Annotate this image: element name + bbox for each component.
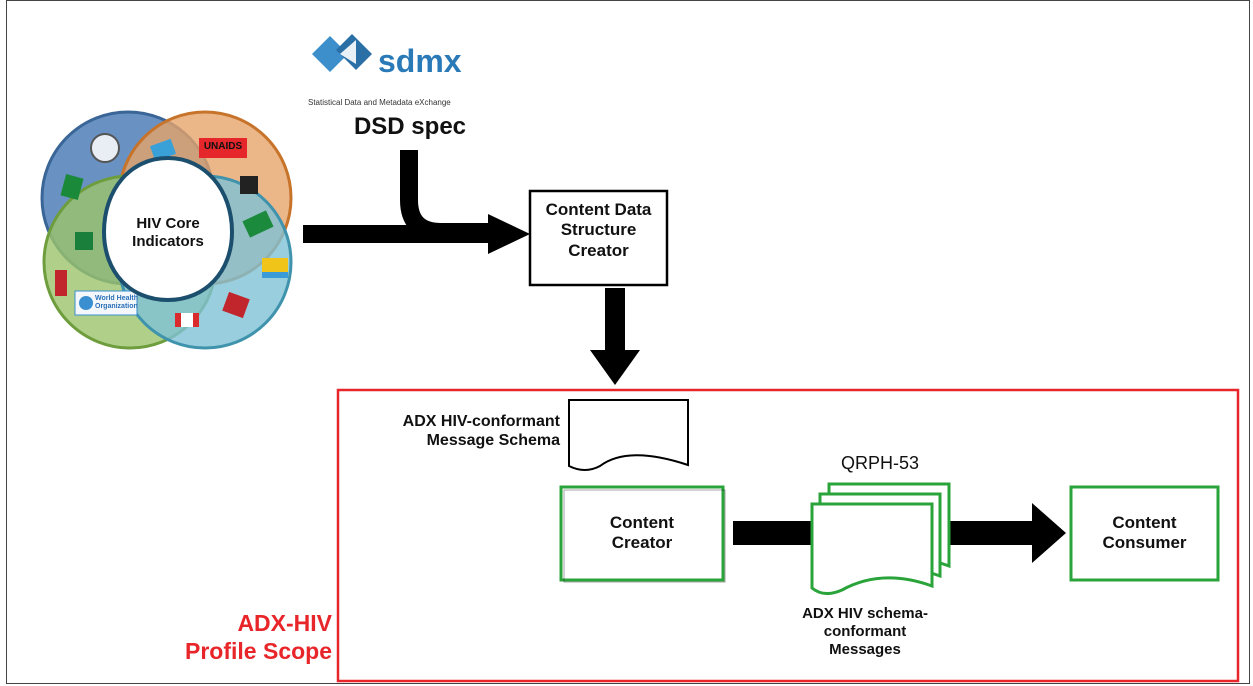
unaids-badge	[199, 138, 247, 158]
flag-icon	[149, 138, 177, 162]
flag-icon	[60, 174, 84, 200]
slide-frame	[6, 0, 1250, 684]
arrow-dsd-to-creator	[400, 150, 490, 241]
content-creator-label: Content Creator	[609, 513, 675, 553]
arrow-messages-to-consumer-head	[1032, 503, 1066, 563]
flag-icon	[262, 258, 288, 272]
arrows	[303, 150, 1066, 563]
dsd-spec-label: DSD spec	[353, 113, 467, 140]
who-icon	[79, 296, 93, 310]
content-data-structure-creator-label: Content Data Structure Creator	[545, 200, 652, 260]
globe-icon	[90, 133, 120, 163]
arrow-head-to-creator	[488, 214, 530, 254]
profile-scope-label: ADX-HIV Profile Scope	[185, 610, 332, 664]
messages-label: ADX HIV schema- conformant Messages	[802, 605, 928, 658]
flag-icon	[181, 313, 193, 327]
center-shape	[101, 155, 235, 303]
sdmx-brand: sdmx	[378, 43, 462, 79]
arrow-down-head	[590, 350, 640, 385]
hiv-indicators-venn	[40, 110, 293, 350]
content-consumer-label: Content Consumer	[1102, 513, 1187, 553]
flag-icon	[55, 270, 67, 296]
flag-icon	[222, 291, 250, 319]
content-consumer-box	[1069, 485, 1220, 582]
who-badge-label: World Health Organization	[95, 295, 139, 311]
arrow-indicators-shaft	[303, 225, 493, 243]
sdmx-tagline: Statistical Data and Metadata eXchange	[308, 98, 451, 107]
flag-icon	[240, 176, 258, 194]
content-creator-box	[559, 485, 725, 582]
schema-label: ADX HIV-conformant Message Schema	[402, 413, 560, 450]
flag-icon	[242, 210, 274, 238]
transaction-label: QRPH-53	[840, 453, 920, 473]
content-data-structure-creator-box	[528, 189, 669, 287]
sdmx-logo-icon	[312, 34, 372, 72]
profile-scope-box	[336, 388, 1240, 683]
unaids-badge-label: UNAIDS	[203, 141, 243, 152]
hiv-core-indicators-label: HIV Core Indicators	[132, 215, 204, 250]
flag-icon	[75, 232, 93, 250]
arrow-down-shaft	[605, 288, 625, 352]
arrow-messages-to-consumer-shaft	[950, 521, 1036, 545]
flag-icon	[262, 272, 288, 278]
messages-stack-icon	[810, 482, 951, 595]
schema-document-icon	[568, 399, 689, 471]
arrow-creator-to-messages	[733, 521, 815, 545]
